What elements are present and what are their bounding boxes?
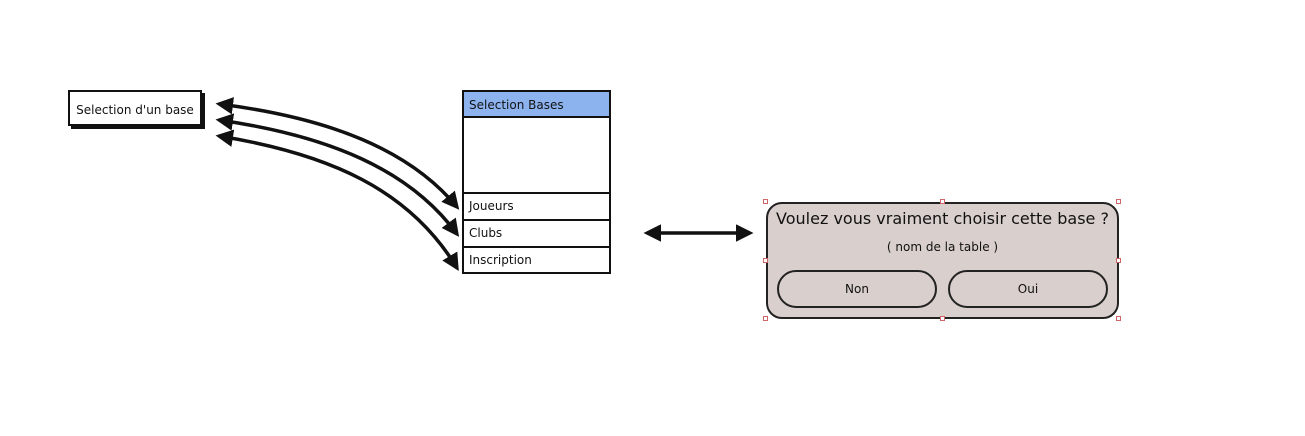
base-list-panel: Selection Bases Joueurs Clubs Inscriptio… bbox=[462, 90, 611, 274]
resize-handle-top[interactable] bbox=[940, 199, 945, 204]
resize-handle-top-right[interactable] bbox=[1116, 199, 1121, 204]
resize-handle-bottom-right[interactable] bbox=[1116, 316, 1121, 321]
confirm-dialog: Voulez vous vraiment choisir cette base … bbox=[766, 202, 1119, 319]
list-item-inscription[interactable]: Inscription bbox=[464, 246, 609, 272]
arrow-selection-to-joueurs bbox=[215, 97, 460, 210]
list-item-clubs[interactable]: Clubs bbox=[464, 219, 609, 245]
resize-handle-top-left[interactable] bbox=[763, 199, 768, 204]
no-button[interactable]: Non bbox=[777, 270, 937, 308]
resize-handle-bottom[interactable] bbox=[940, 316, 945, 321]
arrow-selection-to-inscription bbox=[215, 129, 459, 271]
dialog-title: Voulez vous vraiment choisir cette base … bbox=[776, 209, 1109, 228]
list-header: Selection Bases bbox=[464, 92, 609, 118]
resize-handle-left[interactable] bbox=[763, 258, 768, 263]
resize-handle-bottom-left[interactable] bbox=[763, 316, 768, 321]
dialog-subtitle: ( nom de la table ) bbox=[886, 240, 999, 254]
selection-base-box[interactable]: Selection d'un base bbox=[68, 90, 202, 126]
resize-handle-right[interactable] bbox=[1116, 258, 1121, 263]
yes-button[interactable]: Oui bbox=[948, 270, 1108, 308]
list-item-joueurs[interactable]: Joueurs bbox=[464, 192, 609, 218]
selection-base-label: Selection d'un base bbox=[76, 103, 194, 117]
arrow-selection-to-clubs bbox=[215, 113, 460, 237]
